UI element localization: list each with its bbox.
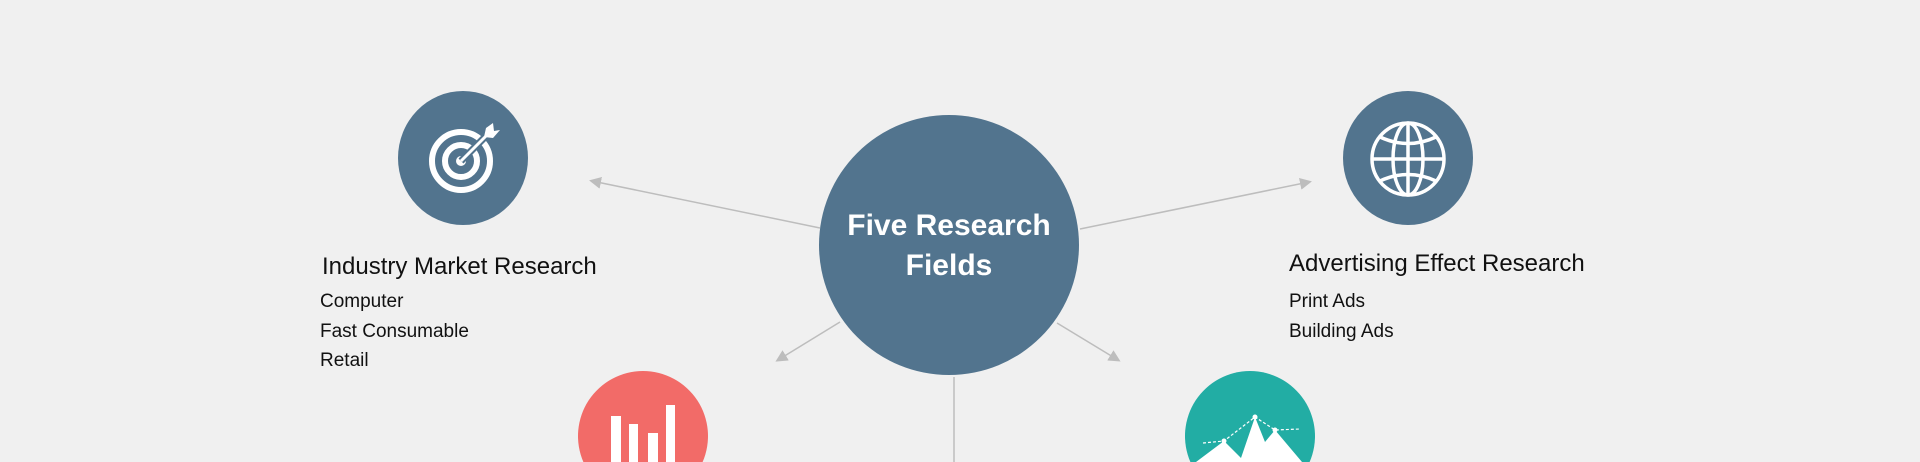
list-item: Fast Consumable [320, 320, 469, 342]
bar-chart-icon [578, 371, 708, 462]
connector-lower-left [775, 321, 841, 362]
mountain-chart-icon [1185, 371, 1315, 462]
advertising-effect-title: Advertising Effect Research [1289, 250, 1585, 277]
list-item: Retail [320, 350, 369, 371]
connector-lower-right [1056, 322, 1121, 362]
connector-industry [589, 176, 821, 229]
industry-market-title: Industry Market Research [322, 253, 597, 280]
list-item: Building Ads [1289, 320, 1394, 342]
center-title-line1: Five Research [847, 209, 1051, 242]
industry-market-items: Computer Fast Consumable Retail [320, 287, 469, 376]
connector-advertising [1079, 177, 1312, 230]
target-icon [398, 91, 528, 225]
globe-icon [1343, 91, 1473, 225]
advertising-effect-items: Print Ads Building Ads [1289, 287, 1394, 346]
center-circle [819, 115, 1079, 375]
center-title-line2: Fields [905, 249, 993, 282]
center-title: Five Research Fields [819, 206, 1079, 286]
list-item: Computer [320, 291, 404, 312]
list-item: Print Ads [1289, 291, 1366, 312]
